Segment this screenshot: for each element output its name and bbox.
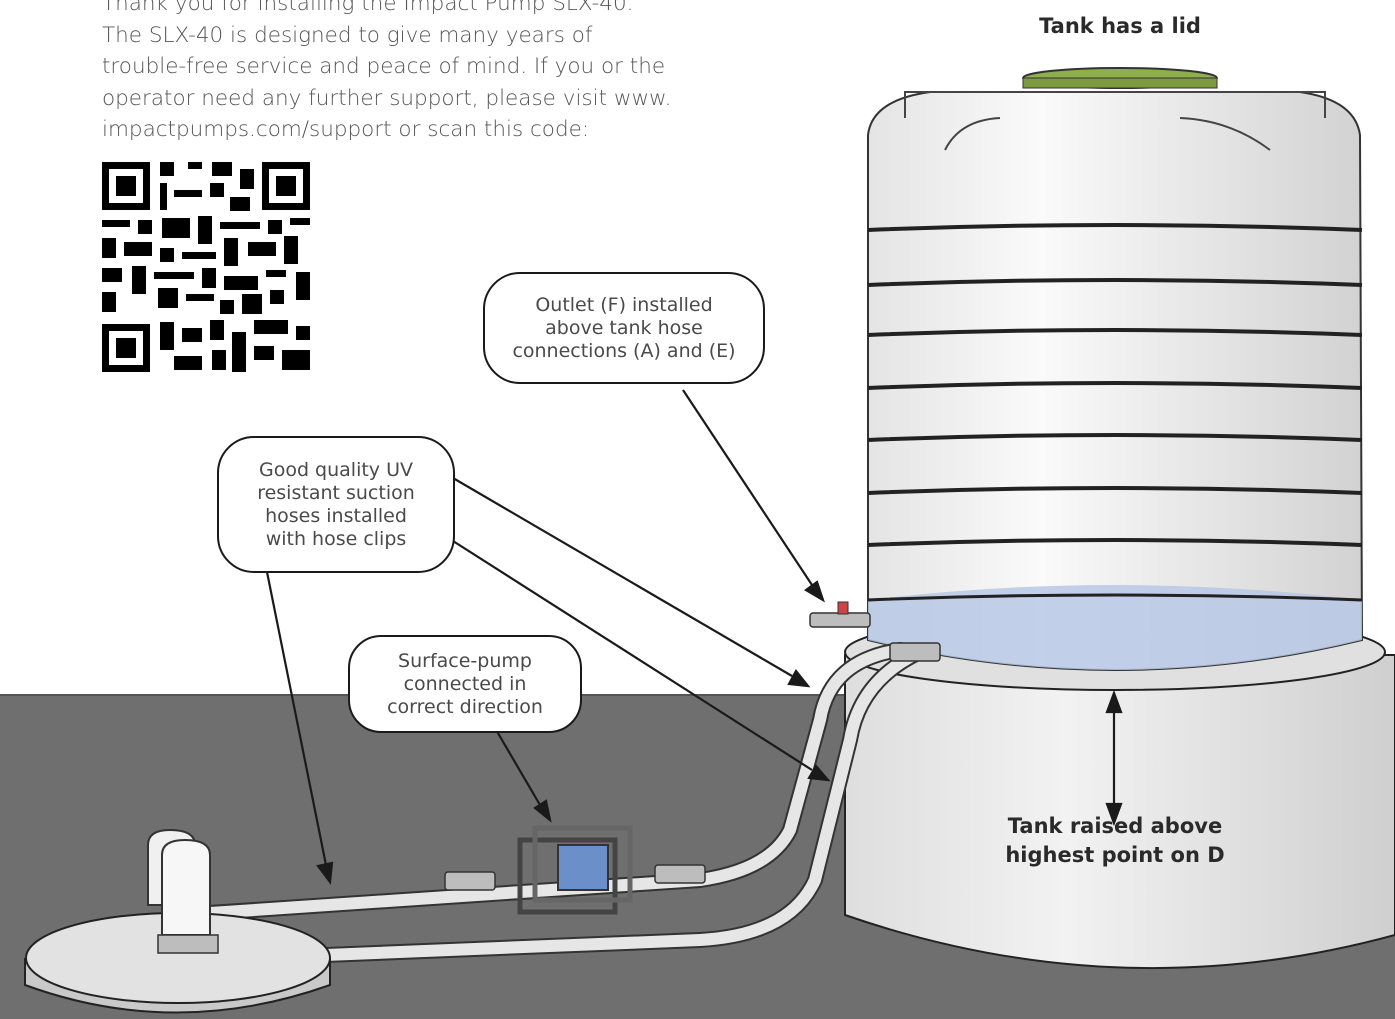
callout-pump: Surface-pump connected in correct direct… (349, 636, 581, 732)
raised-label: Tank raised above highest point on D (1005, 814, 1225, 867)
well-cap (24, 912, 331, 1014)
leader-arrows (265, 389, 1123, 885)
hoses (172, 642, 928, 968)
pressure-tanks (147, 828, 219, 954)
callout-hoses-text: Good quality UV resistant suction hoses … (257, 458, 415, 550)
callout-outlet-text: Outlet (F) installed above tank hose con… (512, 293, 736, 362)
lid-label: Tank has a lid (1039, 14, 1201, 38)
surface-pump (517, 825, 633, 915)
outlet-valve (809, 601, 871, 628)
qr-code-icon (102, 162, 312, 374)
callout-outlet: Outlet (F) installed above tank hose con… (484, 273, 764, 383)
water-tank (867, 67, 1364, 671)
callout-hoses: Good quality UV resistant suction hoses … (218, 437, 454, 572)
intro-paragraph: Thank you for installing the Impact Pump… (102, 0, 672, 142)
callout-pump-text: Surface-pump connected in correct direct… (387, 649, 543, 718)
callout-bubbles (217, 272, 765, 733)
inline-valves (444, 642, 941, 891)
